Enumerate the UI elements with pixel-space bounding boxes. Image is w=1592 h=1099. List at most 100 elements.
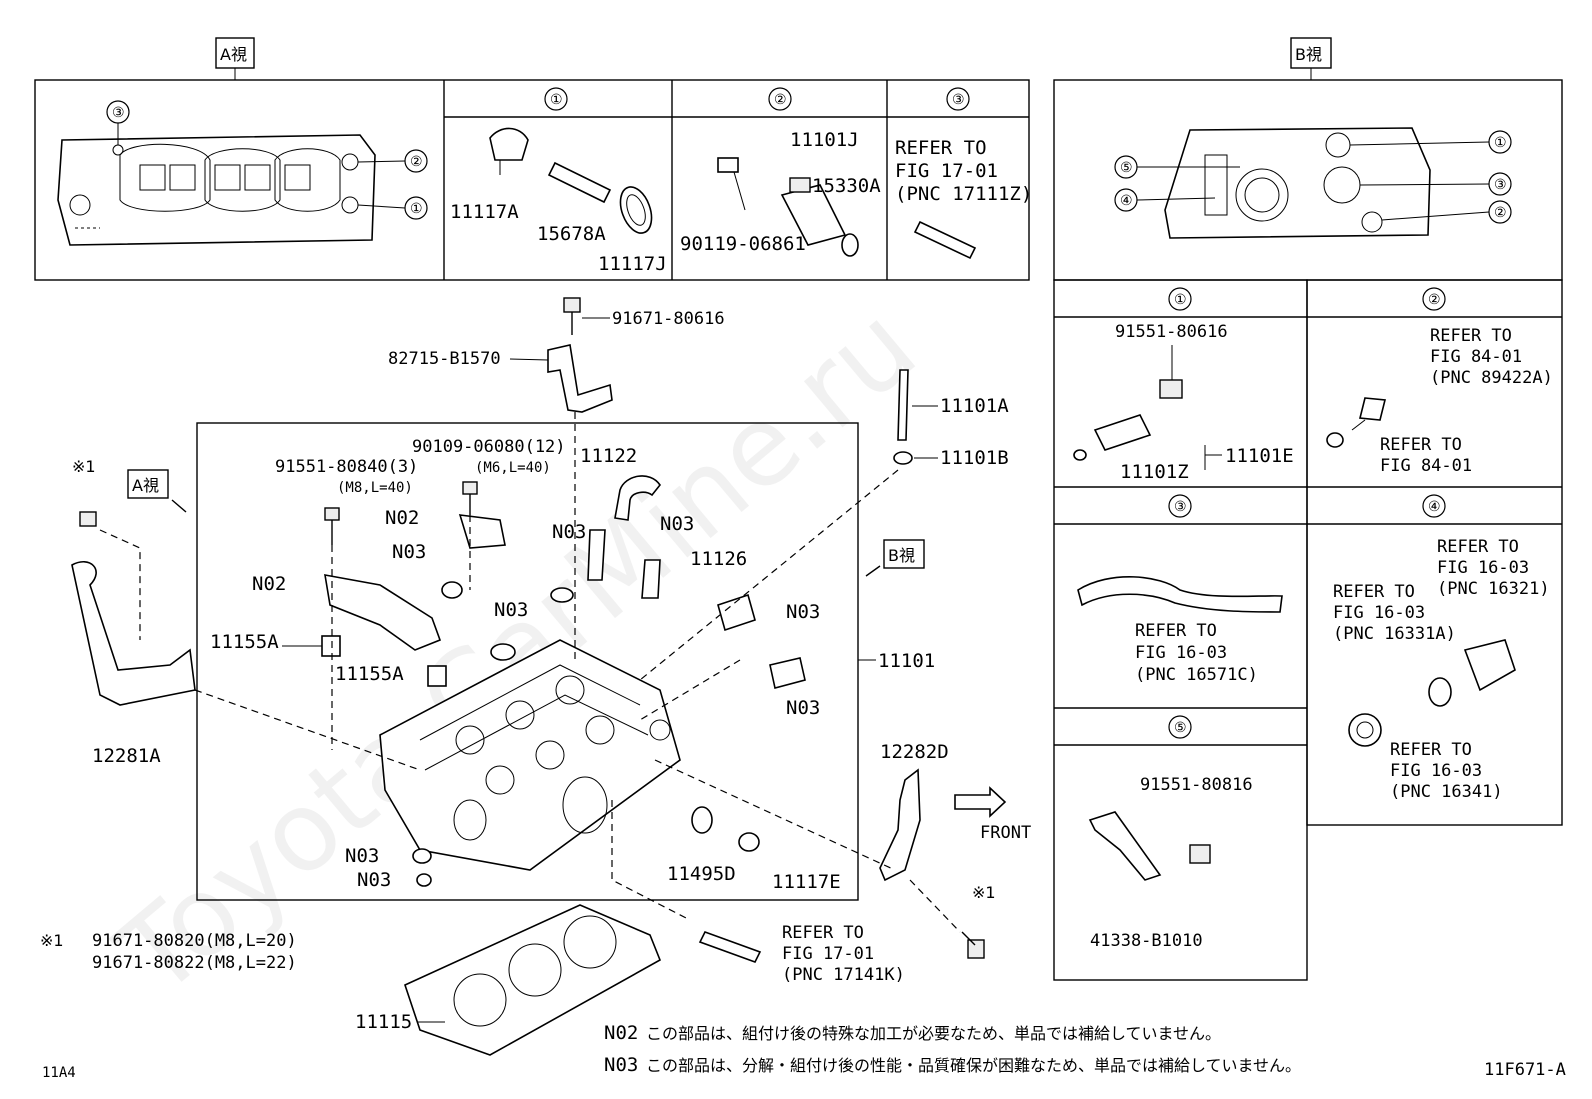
a-sub1-marker: ① (550, 92, 563, 108)
part-41338-B1010: 41338-B1010 (1090, 931, 1203, 951)
b3-refer-line2: FIG 16-03 (1135, 643, 1227, 663)
b2-refer2-line2: FIG 84-01 (1380, 456, 1472, 476)
part-82715-B1570: 82715-B1570 (388, 349, 501, 369)
n03-label-8: N03 (357, 869, 391, 891)
panel-a-view: A視 ③ ② ① ① ② (34, 37, 1032, 281)
bracket-82715 (547, 344, 613, 413)
n03-label-7: N03 (345, 845, 379, 867)
spec-90109: (M6,L=40) (475, 460, 551, 476)
b3-refer-line3: (PNC 16571C) (1135, 665, 1258, 685)
stud-bottom (698, 931, 762, 963)
a-view-arrow-text: A視 (132, 476, 159, 495)
panel-b-right-column (1306, 279, 1563, 826)
n03-label-2: N03 (552, 521, 586, 543)
b-view-tag-text: B視 (1295, 45, 1322, 64)
bolt-11101A (897, 369, 909, 441)
a-view-tag-text: A視 (220, 45, 247, 64)
note-n02-code: N02 (604, 1022, 638, 1044)
head-gasket-drawing (404, 904, 662, 1056)
part-91551-80840: 91551-80840(3) (275, 457, 418, 477)
sub2-parts-drawing (717, 157, 859, 257)
b-marker-2: ② (1494, 205, 1507, 221)
b-sub2-marker: ② (1428, 292, 1441, 308)
sub3-refer-line1: REFER TO (895, 137, 987, 159)
seal-11117E (738, 832, 760, 852)
note-n03-code: N03 (604, 1054, 638, 1076)
a-sub2-marker: ② (774, 92, 787, 108)
b4-refer-left-line1: REFER TO (1333, 582, 1415, 602)
a-marker-1: ① (410, 201, 423, 217)
hose-drawing (1077, 576, 1283, 613)
main-assembly: 91671-80616 82715-B1570 11101A 11101B 90… (71, 297, 1031, 1056)
b2-refer2-line1: REFER TO (1380, 435, 1462, 455)
footnote-line-2: 91671-80822(M8,L=22) (92, 953, 297, 973)
bolt-drawing (1159, 379, 1183, 399)
bushing-11155A-1 (321, 635, 341, 657)
b4-refer-bottom-line2: FIG 16-03 (1390, 761, 1482, 781)
pipe-11126 (641, 559, 661, 599)
n02-label-1: N02 (385, 507, 419, 529)
b-sub5-marker: ⑤ (1174, 720, 1187, 736)
b4-refer-top-line3: (PNC 16321) (1437, 579, 1550, 599)
bolt-91671-80616 (563, 297, 581, 313)
part-11117E: 11117E (772, 871, 841, 893)
part-11155A-2: 11155A (335, 663, 404, 685)
b3-refer-line1: REFER TO (1135, 621, 1217, 641)
a-sub3-marker: ③ (952, 92, 965, 108)
sensor2-drawing (1358, 397, 1387, 421)
n03-label-1: N03 (392, 541, 426, 563)
b2-refer1-line2: FIG 84-01 (1430, 347, 1522, 367)
part-91551-80616: 91551-80616 (1115, 322, 1228, 342)
part-11122: 11122 (580, 445, 637, 467)
washer-11101B (893, 451, 913, 465)
part-11101A: 11101A (940, 395, 1009, 417)
b-sub1-marker: ① (1174, 292, 1187, 308)
a-view-arrow-tag (127, 469, 169, 499)
part-90109-06080: 90109-06080(12) (412, 437, 566, 457)
sub3-refer-line2: FIG 17-01 (895, 160, 998, 182)
n03-label-4: N03 (494, 599, 528, 621)
head-b-view-drawing (1164, 127, 1431, 239)
part-11101E: 11101E (1225, 445, 1294, 467)
cam-cap-drawing (324, 574, 442, 651)
front-arrow-icon (954, 786, 1007, 818)
part-11117A: 11117A (450, 201, 519, 223)
b4-refer-bottom-line1: REFER TO (1390, 740, 1472, 760)
sub1-parts-drawing (489, 127, 653, 234)
sub3-refer-line3: (PNC 17111Z) (895, 183, 1032, 205)
b-view-arrow-text: B視 (888, 546, 915, 565)
page-code-left: 11A4 (42, 1065, 76, 1081)
b4-refer-top-line1: REFER TO (1437, 537, 1519, 557)
part-11115: 11115 (355, 1011, 412, 1033)
main-refer-line3: (PNC 17141K) (782, 965, 905, 985)
b-marker-1: ① (1494, 135, 1507, 151)
footnote-mark: ※1 (40, 931, 64, 950)
b-marker-3: ③ (1494, 177, 1507, 193)
a-marker-3: ③ (112, 105, 125, 121)
part-91551-80816: 91551-80816 (1140, 775, 1253, 795)
part-11101B: 11101B (940, 447, 1009, 469)
b4-refer-left-line3: (PNC 16331A) (1333, 624, 1456, 644)
panel-a-frame (34, 79, 1030, 281)
part-15330A: 15330A (812, 175, 881, 197)
note-n03-text: この部品は、分解・組付け後の性能・品質確保が困難なため、単品では補給していません… (646, 1056, 1301, 1075)
b-marker-5: ⑤ (1120, 160, 1133, 176)
main-refer-line1: REFER TO (782, 923, 864, 943)
b2-refer1-line1: REFER TO (1430, 326, 1512, 346)
part-11117J: 11117J (598, 253, 667, 275)
b4-refer-left-line2: FIG 16-03 (1333, 603, 1425, 623)
kome1-right: ※1 (972, 883, 996, 902)
note-n02-text: この部品は、組付け後の特殊な加工が必要なため、単品では補給していません。 (646, 1024, 1221, 1043)
gasket-drawing (1428, 677, 1452, 707)
stud-drawing (913, 220, 977, 260)
part-11495D: 11495D (667, 863, 736, 885)
part-11101Z: 11101Z (1120, 461, 1189, 483)
part-11155A-1: 11155A (210, 631, 279, 653)
part-15678A: 15678A (537, 223, 606, 245)
cylinder-head-drawing (379, 639, 681, 871)
a-marker-2: ② (410, 154, 423, 170)
spec-91551: (M8,L=40) (337, 480, 413, 496)
gasket-11495D (691, 806, 713, 834)
kome1-left: ※1 (72, 457, 96, 476)
